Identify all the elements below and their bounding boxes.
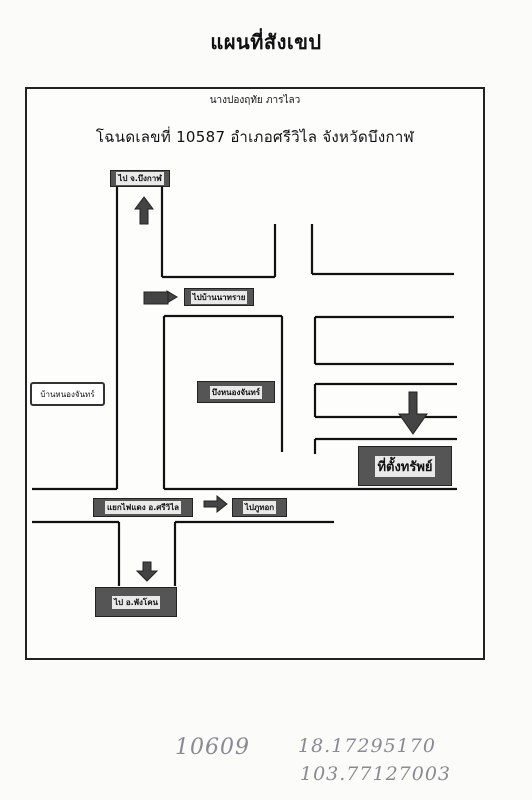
arrow-right-small-icon bbox=[203, 494, 228, 514]
handwritten-latitude: 18.17295170 bbox=[298, 735, 436, 757]
arrow-down-large-icon bbox=[398, 391, 428, 435]
label-to-phu-thok: ไปภูทอก bbox=[232, 498, 287, 517]
label-property-location: ที่ตั้งทรัพย์ bbox=[358, 446, 452, 486]
map-frame: นางปองฤทัย ภารไลว โฉนดเลขที่ 10587 อำเภอ… bbox=[25, 87, 485, 660]
label-bueng-nong-chan: บึงหนองจันทร์ bbox=[197, 381, 275, 403]
label-intersection: แยกไฟแดง อ.ศรีวิไล bbox=[93, 498, 193, 517]
label-to-bueng-kan: ไป จ.บึงกาฬ bbox=[110, 170, 170, 187]
arrow-up-icon bbox=[134, 196, 154, 225]
arrow-down-icon bbox=[135, 561, 159, 582]
deed-heading: โฉนดเลขที่ 10587 อำเภอศรีวิไล จังหวัดบึง… bbox=[95, 128, 415, 146]
page-title: แผนที่สังเขป bbox=[210, 30, 322, 54]
label-to-phon-charoen: ไป อ.พังโคน bbox=[95, 587, 177, 617]
owner-name: นางปองฤทัย ภารไลว bbox=[209, 95, 301, 106]
label-ban-nong-chan: บ้านหนองจันทร์ bbox=[30, 382, 105, 406]
handwritten-longitude: 103.77127003 bbox=[300, 763, 452, 785]
handwritten-number: 10609 bbox=[175, 735, 250, 760]
road-lines bbox=[32, 186, 457, 586]
arrow-right-shaft bbox=[143, 291, 169, 305]
label-to-ban-na-sai: ไปบ้านนาทราย bbox=[184, 288, 254, 306]
